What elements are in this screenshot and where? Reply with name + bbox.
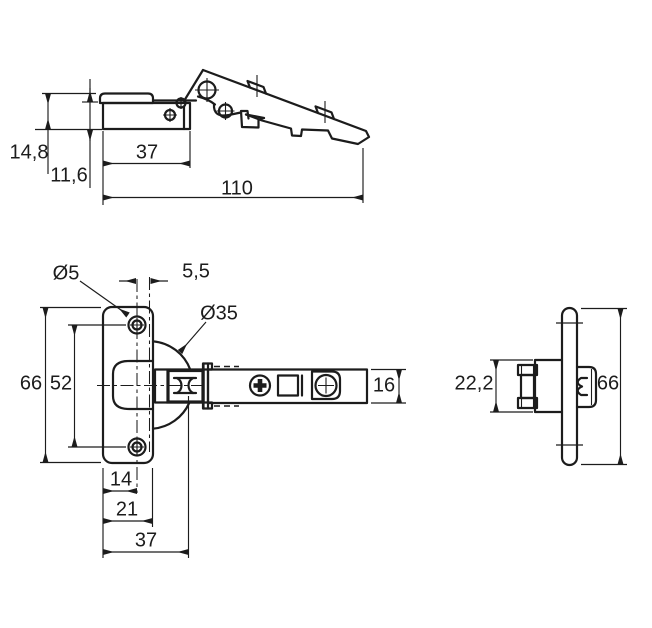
spool-end-profile xyxy=(576,376,589,397)
pivot-pin-cross xyxy=(195,78,219,102)
cup-screw-1-cross xyxy=(163,108,177,122)
arm-end-block xyxy=(575,365,598,409)
cup-circle-arc-bottom xyxy=(151,401,191,430)
arm-left-edge xyxy=(182,68,205,103)
plate-screw-top xyxy=(127,315,147,335)
cam-screw-cross xyxy=(318,377,334,394)
dim-label-arm-width: 16 xyxy=(373,374,395,396)
dim-label-overall-height: 14,8 xyxy=(10,141,49,163)
dim-label-plate-width: 21 xyxy=(116,498,138,520)
hinge-boss-outline xyxy=(111,359,155,411)
plate-screw-bottom-cross xyxy=(130,440,144,454)
cam-screw xyxy=(314,373,338,398)
hidden-edges xyxy=(214,365,239,407)
dim-label-cup-depth: 11,6 xyxy=(50,164,87,186)
body-block xyxy=(533,358,564,414)
arm-body xyxy=(206,368,369,405)
dim-label-overall-length: 110 xyxy=(221,177,253,199)
spool-curve-right xyxy=(187,376,195,395)
ext-lines-height xyxy=(35,92,102,131)
cup-circle-arc-top xyxy=(151,340,192,371)
arm-boss-1 xyxy=(246,79,268,95)
ext-lines-length xyxy=(102,131,364,205)
cup-screw-2-cross xyxy=(175,97,187,109)
spool-middle xyxy=(519,373,536,400)
dim-label-screw-hole-dia: Ø5 xyxy=(53,262,80,284)
phillips-cross xyxy=(253,379,267,392)
dim-label-drilling-distance: 37 xyxy=(135,529,157,551)
arm-square-hole xyxy=(276,374,300,397)
hinge-arm-outline xyxy=(201,68,371,146)
spool-cap-ticks xyxy=(520,365,535,408)
dim-label-body-width: 22,2 xyxy=(455,372,494,394)
ext-lines-plate-length xyxy=(40,306,101,464)
leader-screw-hole-dia xyxy=(79,280,130,318)
ext-lines-screw-distance xyxy=(68,324,126,448)
dim-label-edge-to-screw: 14 xyxy=(110,468,132,490)
cam-screw-housing xyxy=(310,370,342,401)
dim-label-cup-length: 37 xyxy=(136,141,158,163)
plate-screw-bottom xyxy=(127,437,147,457)
arm-hook xyxy=(239,109,266,129)
cup-flange-outline xyxy=(98,92,155,105)
leader-cup-dia xyxy=(177,321,207,354)
adjust-screw-phillips xyxy=(248,374,272,397)
dim-label-offset: 5,5 xyxy=(182,260,210,282)
dim-label-end-plate-length: 66 xyxy=(597,372,619,394)
screw-center-ticks xyxy=(556,322,583,446)
plate-edge-profile xyxy=(560,306,579,467)
mounting-plate xyxy=(101,305,155,465)
plate-screw-top-cross xyxy=(130,318,144,332)
arm-boss-2 xyxy=(314,105,336,121)
side-view: 14,8 11,6 37 110 xyxy=(10,68,371,205)
arm-root-box xyxy=(166,368,205,404)
end-view: 22,2 66 xyxy=(455,306,627,467)
ext-lines-bottom xyxy=(102,396,190,558)
spool-curve-left xyxy=(175,376,183,395)
front-view: Ø5 5,5 Ø35 66 52 16 14 21 37 xyxy=(20,260,406,558)
link-pin-cross xyxy=(216,102,235,120)
dim-label-cup-dia: Ø35 xyxy=(200,302,238,324)
cup-body-outline xyxy=(101,101,192,131)
dim-label-plate-length: 66 xyxy=(20,372,42,394)
link-curve-2 xyxy=(212,102,243,117)
dim-label-screw-distance: 52 xyxy=(50,372,72,394)
